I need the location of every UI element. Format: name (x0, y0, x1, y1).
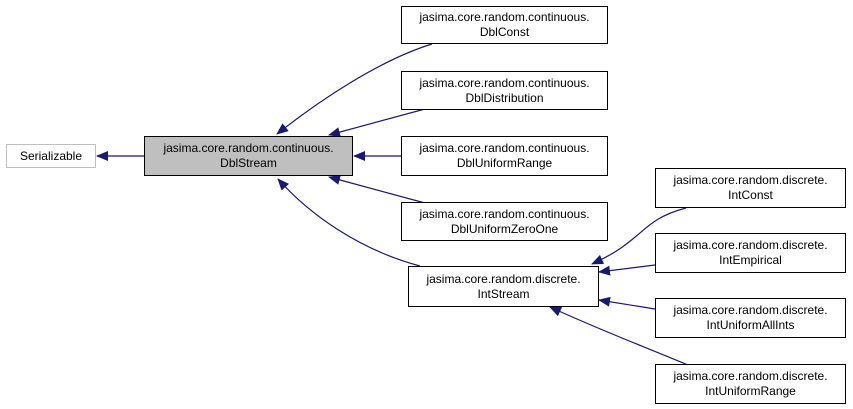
node-dblconst-package: jasima.core.random.continuous. (419, 10, 590, 24)
edge-dbldistribution-dblstream (328, 108, 426, 137)
node-dbldistribution-class: DblDistribution (465, 90, 544, 105)
node-intstream[interactable]: jasima.core.random.discrete. IntStream (408, 266, 599, 307)
node-dbldistribution[interactable]: jasima.core.random.continuous. DblDistri… (401, 71, 608, 110)
node-intstream-package: jasima.core.random.discrete. (426, 271, 581, 286)
node-intconst-package: jasima.core.random.discrete. (673, 173, 828, 187)
node-intuniformallints[interactable]: jasima.core.random.discrete. IntUniformA… (655, 298, 846, 338)
node-dbluniformrange-class: DblUniformRange (456, 156, 553, 170)
node-intempirical-package: jasima.core.random.discrete. (673, 238, 828, 252)
node-intempirical-class: IntEmpirical (719, 253, 782, 267)
node-intuniformrange-package: jasima.core.random.discrete. (673, 369, 828, 383)
node-dblstream-package: jasima.core.random.continuous. (163, 141, 334, 155)
edge-intempirical-intstream (598, 264, 656, 276)
node-dbluniformzeroone-class: DblUniformZeroOne (450, 221, 559, 236)
node-dbluniformzeroone[interactable]: jasima.core.random.continuous. DblUnifor… (401, 202, 608, 241)
edge-dblconst-dblstream (276, 43, 433, 135)
node-serializable-label: Serializable (19, 148, 83, 163)
node-intempirical[interactable]: jasima.core.random.discrete. IntEmpirica… (655, 233, 846, 273)
node-serializable[interactable]: Serializable (6, 144, 96, 168)
node-intconst-class: IntConst (728, 188, 773, 202)
node-dblstream: jasima.core.random.continuous. DblStream (144, 136, 353, 176)
node-dbluniformrange[interactable]: jasima.core.random.continuous. DblUnifor… (401, 136, 608, 176)
node-intuniformrange-class: IntUniformRange (705, 384, 796, 398)
node-dblconst-class: DblConst (479, 25, 530, 39)
node-dbluniformrange-package: jasima.core.random.continuous. (419, 141, 590, 155)
node-dbluniformzeroone-package: jasima.core.random.continuous. (419, 206, 590, 221)
edge-dbluniformzeroone-dblstream (328, 175, 426, 204)
node-intuniformrange[interactable]: jasima.core.random.discrete. IntUniformR… (655, 364, 846, 404)
edge-intstream-dblstream (277, 178, 421, 267)
node-dblstream-class: DblStream (220, 156, 277, 170)
node-dbldistribution-package: jasima.core.random.continuous. (419, 75, 590, 90)
edge-intconst-intstream (591, 207, 687, 265)
node-dblconst[interactable]: jasima.core.random.continuous. DblConst (401, 6, 608, 44)
node-intconst[interactable]: jasima.core.random.discrete. IntConst (655, 168, 846, 208)
node-intstream-class: IntStream (477, 286, 530, 301)
node-intuniformallints-class: IntUniformAllInts (706, 318, 795, 332)
node-intuniformallints-package: jasima.core.random.discrete. (673, 303, 828, 317)
edge-intuniformallints-intstream (598, 296, 656, 310)
edge-intuniformrange-intstream (549, 306, 689, 366)
